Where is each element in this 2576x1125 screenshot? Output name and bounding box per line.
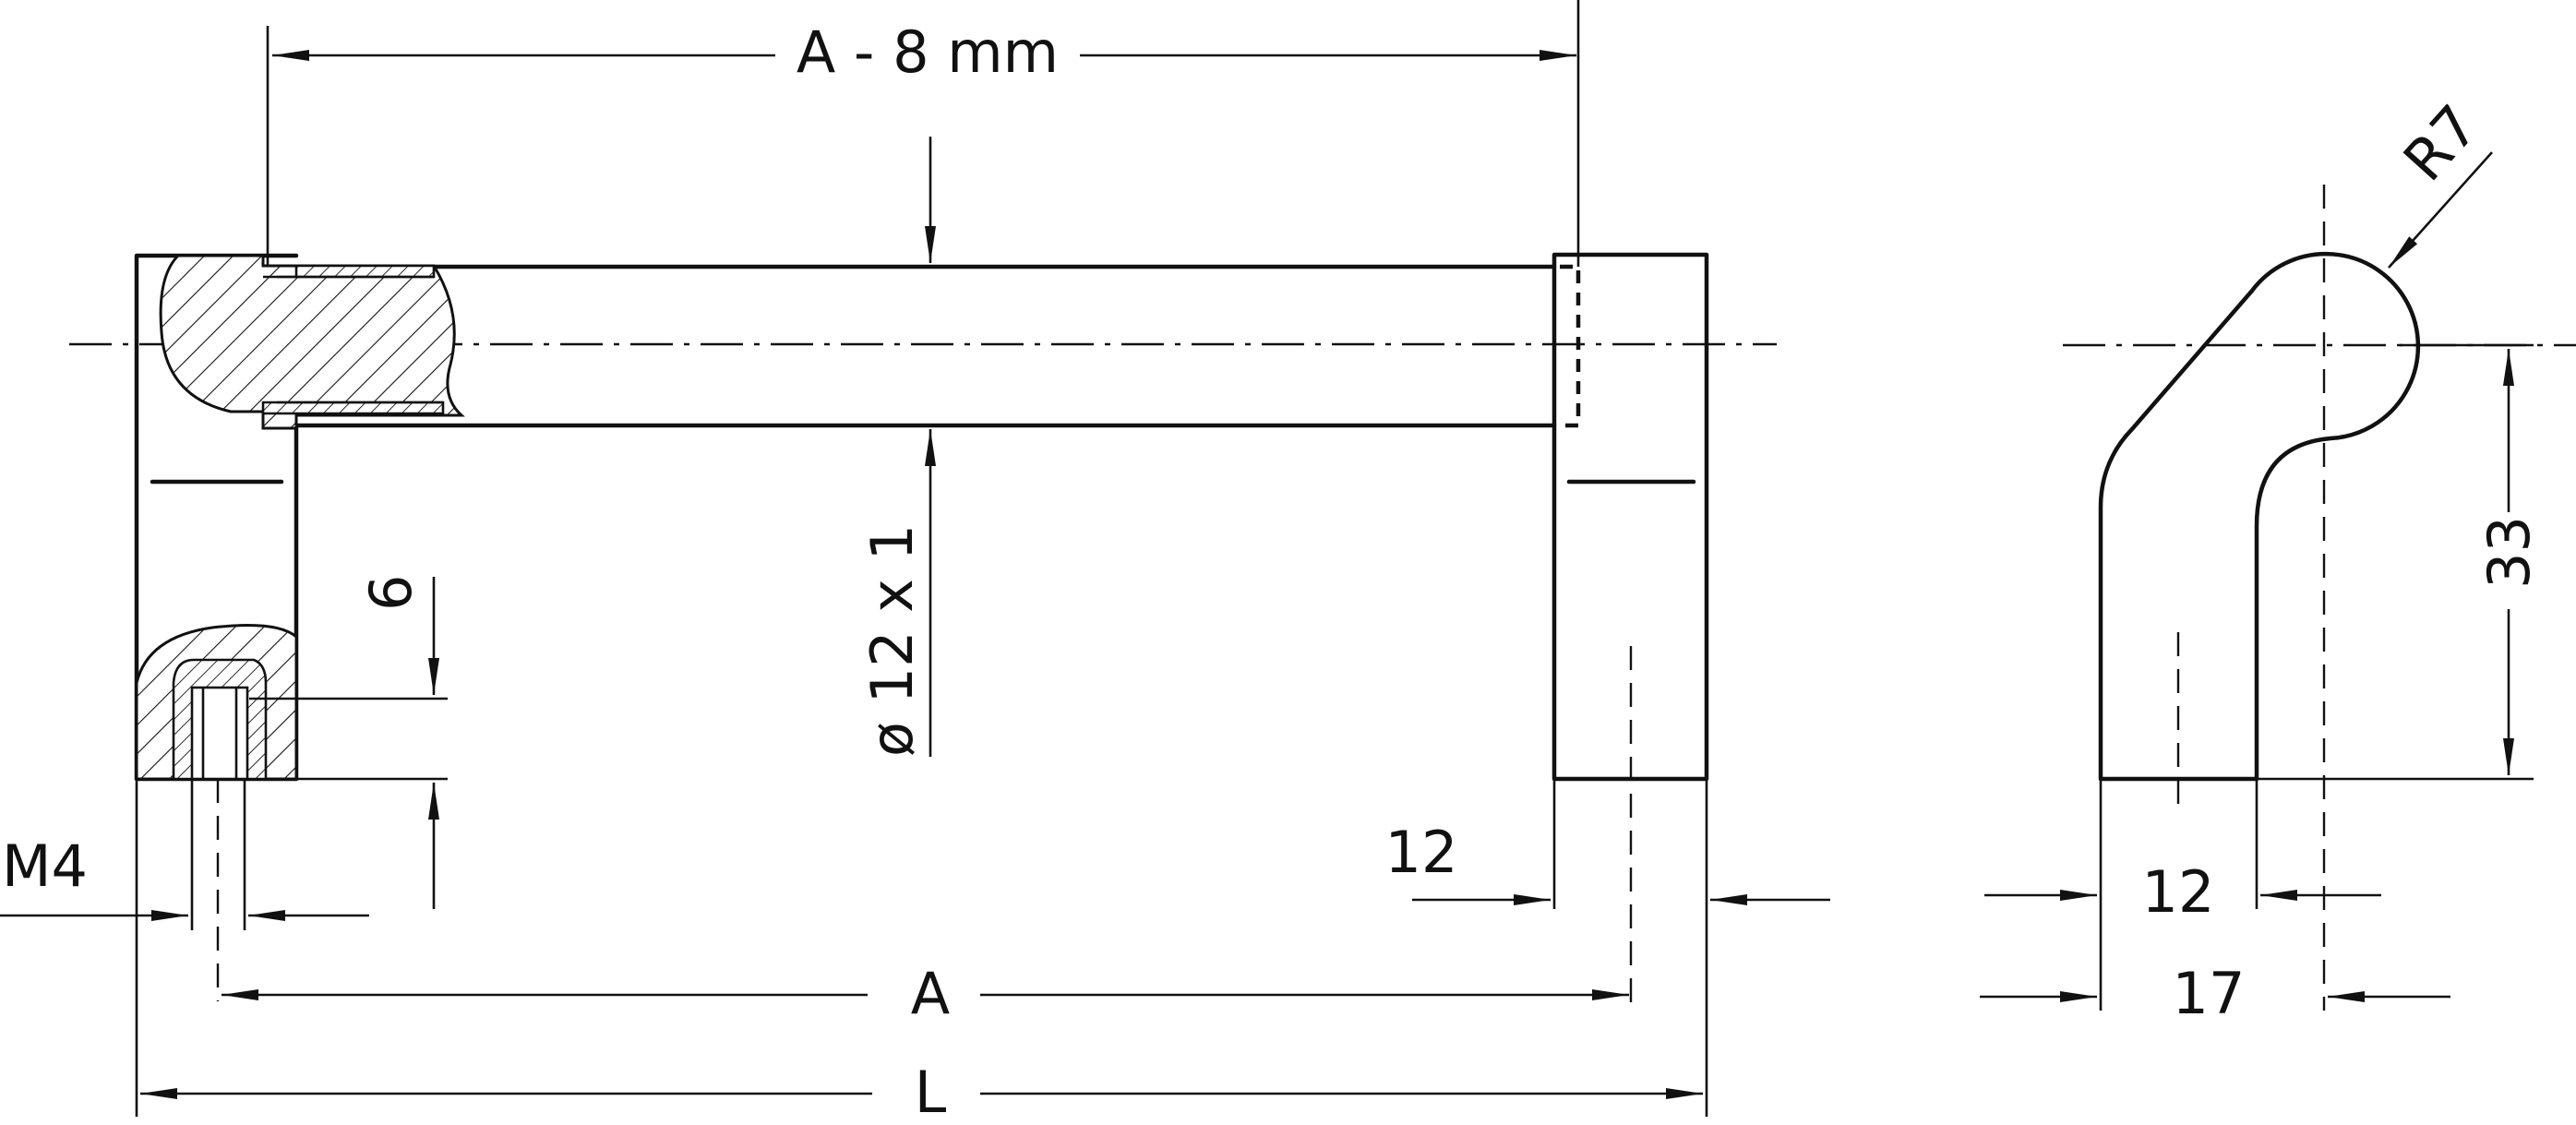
dim-17-label: 17 [2173,960,2246,1027]
front-view: A - 8 mm ø 12 x 1 6 M4 12 A L [0,0,1830,1125]
dim-r7-label: R7 [2390,92,2491,194]
dim-m4-label: M4 [2,832,88,900]
dim-foot-label: 12 [1385,819,1458,886]
dim-side-12-label: 12 [2142,858,2215,926]
section-cut-top [159,254,465,430]
dim-tube-label: ø 12 x 1 [858,524,926,757]
dim-a-label: A [911,960,950,1027]
dim-33-label: 33 [2475,516,2543,589]
side-view: R7 33 12 17 [1980,92,2576,1027]
right-hidden-tube-end [1560,264,1581,428]
thread-hole [190,686,249,781]
dim-a8-label: A - 8 mm [797,18,1059,86]
dim-l-label: L [915,1059,947,1125]
dim-r7-leader [2388,151,2493,269]
side-profile [2098,251,2421,782]
dim-6-label: 6 [357,575,425,611]
